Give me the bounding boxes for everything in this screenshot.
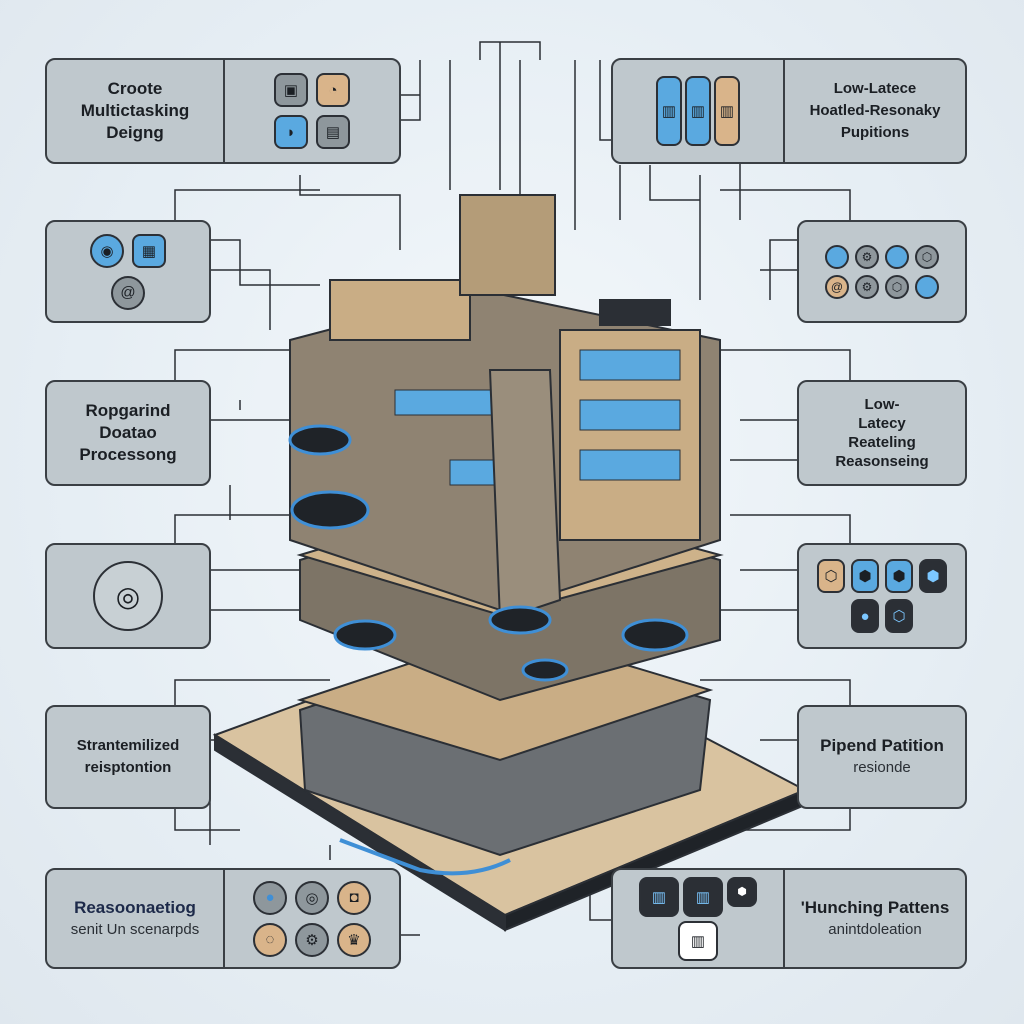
target-icon: ◎: [93, 561, 163, 631]
hexagon-icon: ⬡: [885, 599, 913, 633]
title-line: Ropgarind: [85, 401, 171, 420]
chip-icon: ▦: [132, 233, 166, 268]
fingerprint-icon: ◉: [90, 233, 124, 268]
tag-icon: ◔: [316, 73, 350, 107]
building-icon: ▥: [639, 876, 679, 917]
panel-streamlined-response: Strantemilized reisptontion: [45, 705, 211, 809]
title-line: Pupitions: [840, 124, 910, 141]
building-icon: ▥: [683, 876, 723, 917]
shield-icon: ◗: [274, 115, 308, 149]
panel-icons-right-1: ⚙ ⬡ @ ⚙ ⬡: [797, 220, 967, 323]
gear-icon: ⚙: [295, 922, 329, 957]
panel-title: Low-Latece Hoatled-Resonaky Pupitions: [810, 78, 941, 144]
building-icon: ▥: [678, 920, 718, 961]
panel-low-latency-reasoning: Low- Latecy Reateling Reasonseing: [797, 380, 967, 486]
folder-icon: ▤: [316, 115, 350, 149]
panel-pipeline-partition: Pipend Patition resionde: [797, 705, 967, 809]
swirl-icon: @: [825, 274, 849, 299]
title-line: Low-Latece: [833, 80, 917, 97]
window-icon: ▣: [274, 73, 308, 107]
gear-icon: ⚙: [855, 274, 879, 299]
title-line: resionde: [853, 759, 911, 776]
subtitle: anintdoleation: [828, 920, 922, 938]
circle-icon: ◌: [253, 922, 287, 957]
lock-icon: ◘: [337, 880, 371, 915]
title-line: Pipend Patition: [820, 736, 944, 755]
cylinder-icon: ▥: [685, 76, 711, 146]
panel-matching-patterns: ▥ ▥ ⬢ ▥ 'Hunching Pattens anintdoleation: [611, 868, 967, 969]
spiral-icon: ◎: [295, 880, 329, 915]
title-line: Croote: [107, 79, 163, 98]
panel-title: Reasoonaetiog senit Un scenarpds: [71, 897, 199, 941]
panel-reasoning-scenarios: Reasoonaetiog senit Un scenarpds ● ◎ ◘ ◌…: [45, 868, 401, 969]
panel-title: Croote Multictasking Deigng: [81, 78, 190, 144]
title: 'Hunching Pattens: [800, 897, 950, 917]
title-line: Latecy: [858, 415, 906, 432]
title-line: Hoatled-Resonaky: [809, 102, 941, 119]
hexagon-icon: ⬢: [851, 559, 879, 593]
panel-data-processing: Ropgarind Doatao Processong: [45, 380, 211, 486]
building-illustration: [212, 194, 808, 932]
title-line: reisptontion: [84, 759, 172, 776]
title-line: Deigng: [106, 123, 164, 142]
title-line: Low-: [864, 396, 900, 413]
title: Reasoonaetiog: [74, 897, 196, 917]
panel-low-latency-positions: ▥ ▥ ▥ Low-Latece Hoatled-Resonaky Pupiti…: [611, 58, 967, 164]
hexagon-icon: ⬢: [885, 559, 913, 593]
panel-title: Ropgarind Doatao Processong: [79, 400, 176, 466]
subtitle: senit Un scenarpds: [70, 920, 200, 938]
cylinder-icon: ▥: [656, 76, 682, 146]
cylinder-icon: ▥: [714, 76, 740, 146]
title-line: Doatao: [99, 423, 157, 442]
gear-icon: ⚙: [855, 244, 879, 269]
panel-title: Strantemilized reisptontion: [77, 735, 180, 779]
title-line: Reasonseing: [835, 453, 929, 470]
dot-icon: [915, 274, 939, 299]
panel-title: Pipend Patition resionde: [820, 735, 944, 779]
panel-icons-left-1: ◉ ▦ @: [45, 220, 211, 323]
hexagon-icon: ⬡: [817, 559, 845, 593]
title-line: Processong: [79, 445, 177, 464]
panel-icons-right-3: ⬡ ⬢ ⬢ ⬢ ● ⬡: [797, 543, 967, 649]
dot-icon: [885, 244, 909, 269]
panel-target-left-3: ◎: [45, 543, 211, 649]
crown-icon: ♛: [337, 922, 371, 957]
panel-title: Low- Latecy Reateling Reasonseing: [835, 395, 928, 471]
hexagon-icon: ⬢: [727, 876, 757, 907]
title-line: Reateling: [848, 434, 916, 451]
location-pin-icon: ●: [253, 880, 287, 915]
hexagon-icon: ⬡: [885, 274, 909, 299]
panel-title: 'Hunching Pattens anintdoleation: [801, 897, 950, 941]
dot-icon: ●: [851, 599, 879, 633]
hexagon-icon: ⬡: [915, 244, 939, 269]
title-line: Strantemilized: [76, 737, 180, 754]
swirl-icon: @: [111, 275, 145, 310]
hexagon-icon: ⬢: [919, 559, 947, 593]
title-line: Multictasking: [80, 101, 190, 120]
dot-icon: [825, 244, 849, 269]
panel-multitasking-design: Croote Multictasking Deigng ▣ ◔ ◗ ▤: [45, 58, 401, 164]
